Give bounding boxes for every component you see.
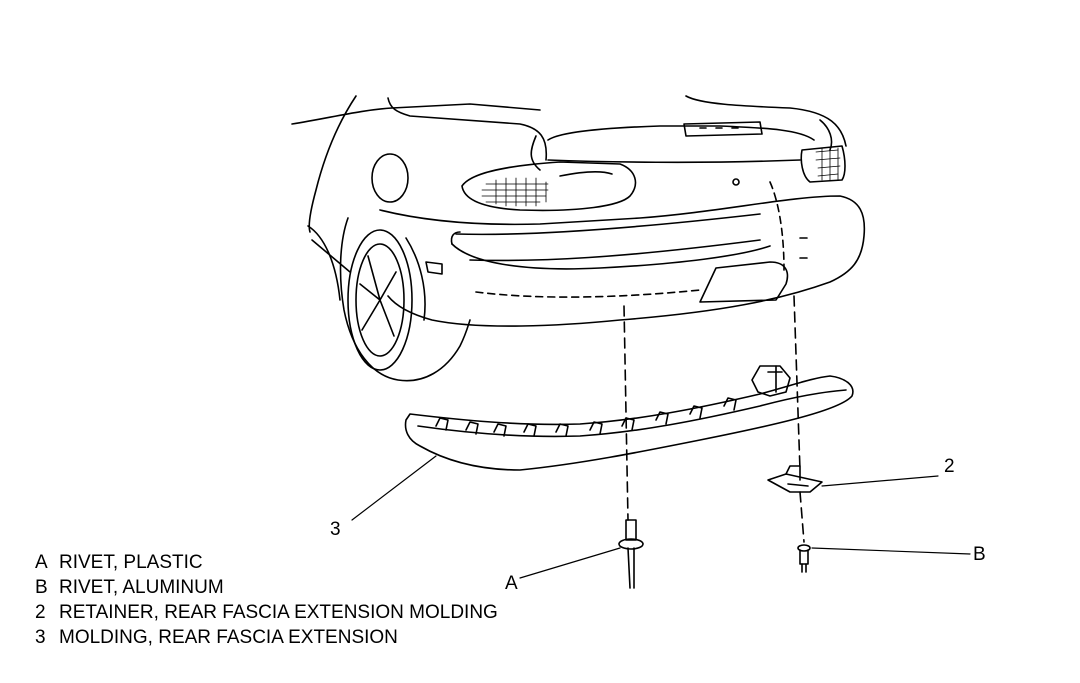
legend-row-3: 3 MOLDING, REAR FASCIA EXTENSION [33, 625, 498, 650]
aluminum-rivet [797, 544, 811, 573]
legend-text: RIVET, PLASTIC [59, 552, 203, 573]
legend-key: 3 [35, 627, 46, 648]
legend-key: 2 [35, 602, 46, 623]
legend-key: B [35, 577, 48, 598]
alignment-lines [623, 295, 805, 543]
plastic-rivet [618, 519, 644, 589]
legend-text: RETAINER, REAR FASCIA EXTENSION MOLDING [59, 602, 498, 623]
callout-b: B [973, 544, 986, 565]
legend-row-a: A RIVET, PLASTIC [33, 550, 498, 575]
car-rear-body [291, 95, 866, 382]
legend-text: RIVET, ALUMINUM [59, 577, 224, 598]
legend-row-2: 2 RETAINER, REAR FASCIA EXTENSION MOLDING [33, 600, 498, 625]
callout-a: A [505, 573, 518, 594]
legend-key: A [35, 552, 48, 573]
callout-2: 2 [944, 456, 955, 477]
leader-lines [351, 455, 971, 579]
legend-text: MOLDING, REAR FASCIA EXTENSION [59, 627, 398, 648]
callout-3: 3 [330, 519, 341, 540]
parts-legend: A RIVET, PLASTIC B RIVET, ALUMINUM 2 RETAIN… [33, 550, 498, 650]
rear-fascia-extension-molding [404, 365, 854, 471]
retainer [767, 465, 823, 493]
legend-row-b: B RIVET, ALUMINUM [33, 575, 498, 600]
